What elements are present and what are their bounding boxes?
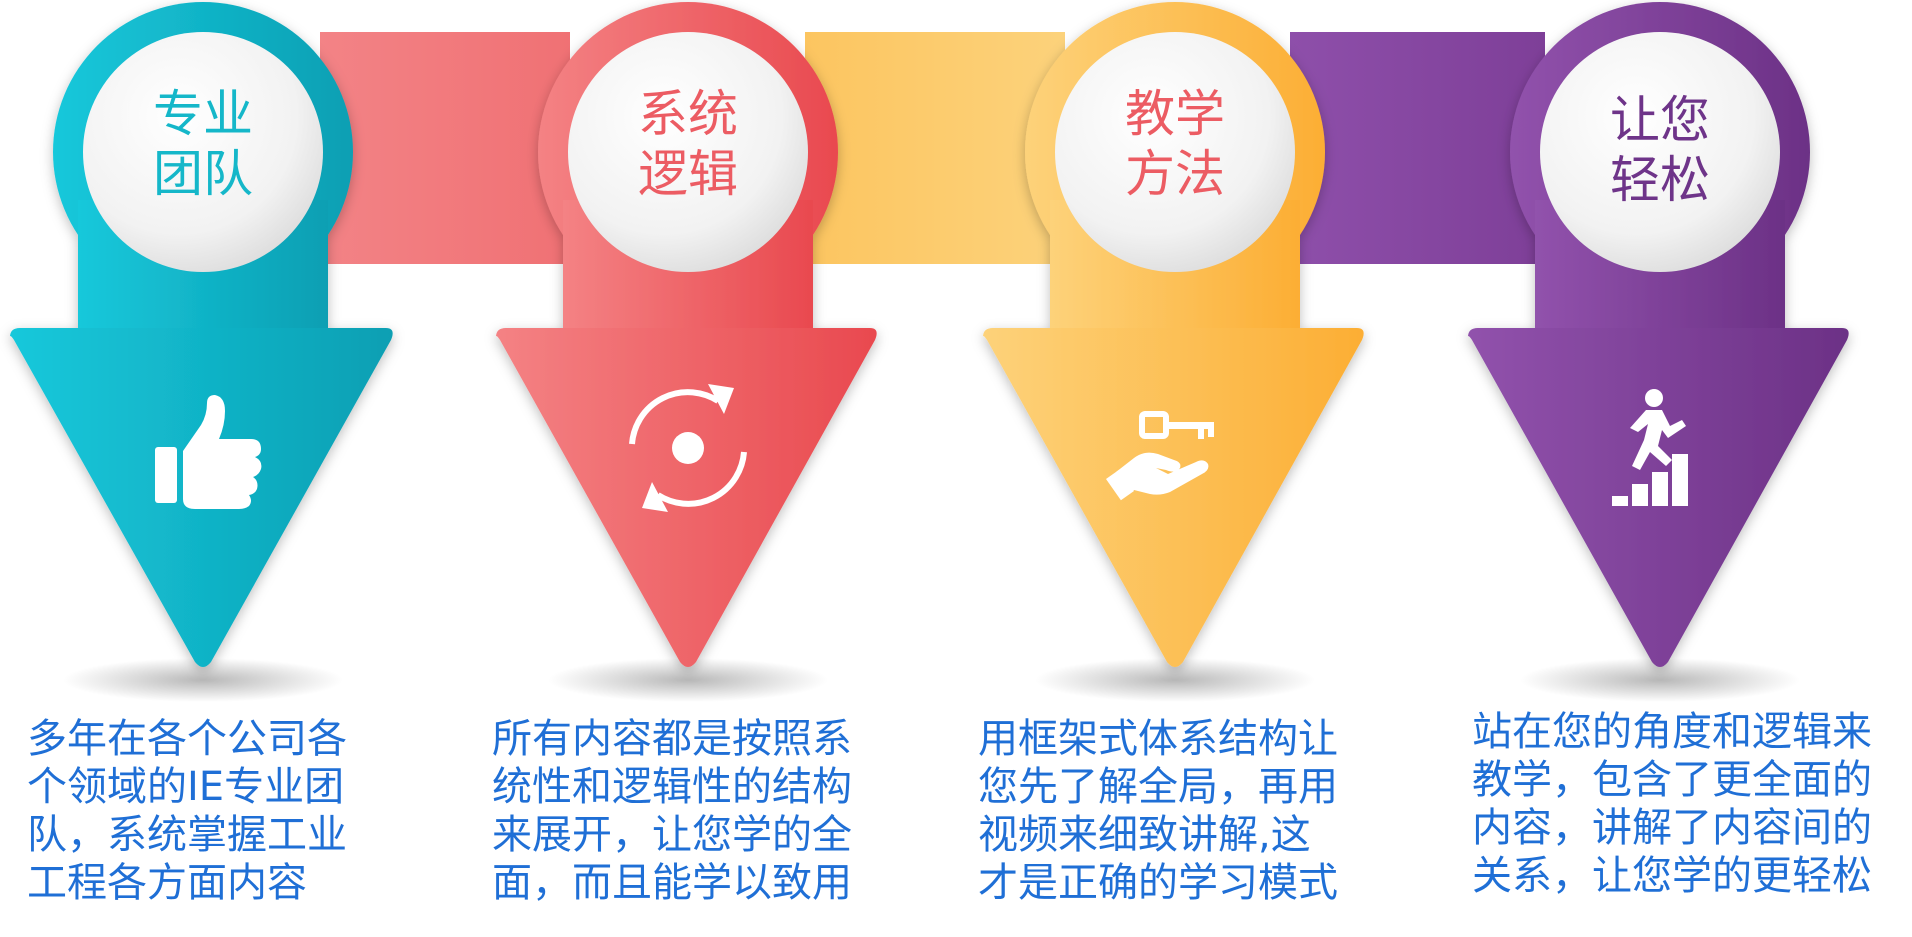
step-3-desc-line: 视频来细致讲解,这 [978,812,1311,858]
step-1-desc-line: 队，系统掌握工业 [27,812,347,858]
key-in-hand-icon [1105,411,1214,501]
refresh-cycle-icon [629,384,747,512]
step-2-desc-line: 来展开，让您学的全 [492,812,852,858]
pin-3 [983,2,1364,667]
connector-band-3 [1290,32,1545,264]
pin-shadow-4 [1520,658,1800,702]
step-1-title: 专业 团队 [88,84,318,204]
step-4-desc-line: 内容，讲解了内容间的 [1472,805,1872,851]
step-2-desc-line: 统性和逻辑性的结构 [492,764,852,810]
connector-band-2 [805,32,1065,264]
pin-4 [1468,2,1849,667]
step-1-description: 多年在各个公司各 个领域的IE专业团 队，系统掌握工业 工程各方面内容 [27,715,427,907]
step-3-desc-line: 您先了解全局，再用 [978,764,1338,810]
step-2-desc-line: 所有内容都是按照系 [492,716,852,762]
pin-shadow-3 [1035,658,1315,702]
step-4-desc-line: 关系，让您学的更轻松 [1472,853,1872,899]
thumbs-up-icon [155,395,262,509]
step-4-desc-line: 站在您的角度和逻辑来 [1472,709,1872,755]
pin-shadow-2 [548,658,828,702]
step-3-title-line1: 教学 [1125,85,1225,143]
step-2-title-line2: 逻辑 [638,145,738,203]
step-4-title-line2: 轻松 [1610,151,1710,209]
step-3-title: 教学 方法 [1060,84,1290,204]
climbing-steps-icon [1612,389,1688,506]
step-3-desc-line: 才是正确的学习模式 [978,860,1338,906]
step-4-description: 站在您的角度和逻辑来 教学，包含了更全面的 内容，讲解了内容间的 关系，让您学的… [1472,708,1872,900]
step-1-desc-line: 个领域的IE专业团 [27,764,345,810]
step-3-desc-line: 用框架式体系结构让 [978,716,1338,762]
step-1-title-line1: 专业 [153,85,253,143]
step-1-title-line2: 团队 [153,145,253,203]
step-3-title-line2: 方法 [1125,145,1225,203]
step-2-title: 系统 逻辑 [573,84,803,204]
step-3-description: 用框架式体系结构让 您先了解全局，再用 视频来细致讲解,这 才是正确的学习模式 [978,715,1378,907]
connector-band-1 [320,32,570,264]
pin-2 [496,2,877,667]
step-4-title-line1: 让您 [1610,91,1710,149]
step-4-desc-line: 教学，包含了更全面的 [1472,757,1872,803]
step-2-title-line1: 系统 [638,85,738,143]
step-1-desc-line: 多年在各个公司各 [27,716,347,762]
step-2-description: 所有内容都是按照系 统性和逻辑性的结构 来展开，让您学的全 面，而且能学以致用 [492,715,892,907]
step-4-title: 让您 轻松 [1545,90,1775,210]
step-2-desc-line: 面，而且能学以致用 [492,860,852,906]
pin-shadow-1 [63,658,343,702]
step-1-desc-line: 工程各方面内容 [27,860,307,906]
